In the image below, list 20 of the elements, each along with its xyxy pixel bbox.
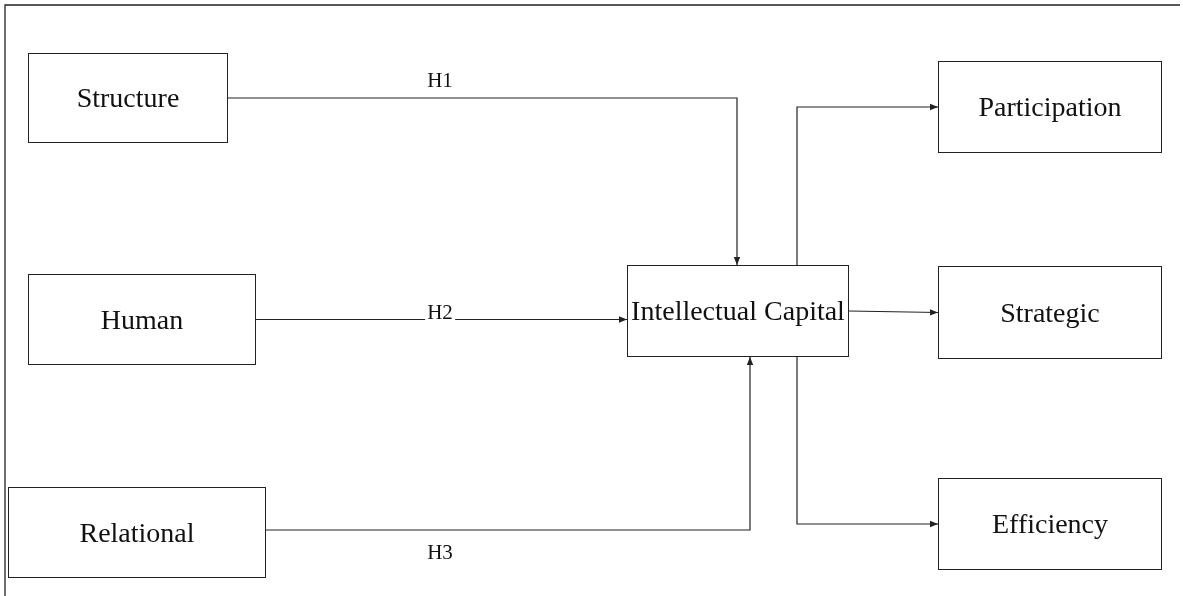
arrow (227, 97, 741, 266)
arrow (265, 356, 754, 531)
concept-box (28, 53, 228, 143)
box-label: Relational (79, 515, 195, 550)
box-label: Strategic (1000, 295, 1100, 330)
concept-box (938, 478, 1162, 570)
box-label: Efficiency (991, 507, 1109, 541)
concept-box (8, 487, 266, 578)
box-label: Intellectual Capital (631, 294, 845, 328)
box-label: Human (100, 302, 184, 337)
arrow (796, 356, 939, 528)
box-label: Structure (76, 81, 180, 115)
concept-box (28, 274, 256, 365)
concept-box (938, 61, 1162, 153)
arrow (796, 103, 939, 266)
box-label: Participation (978, 90, 1122, 124)
concept-box (938, 266, 1162, 359)
concept-box (627, 265, 849, 357)
arrow (848, 309, 939, 316)
arrow (255, 316, 628, 323)
